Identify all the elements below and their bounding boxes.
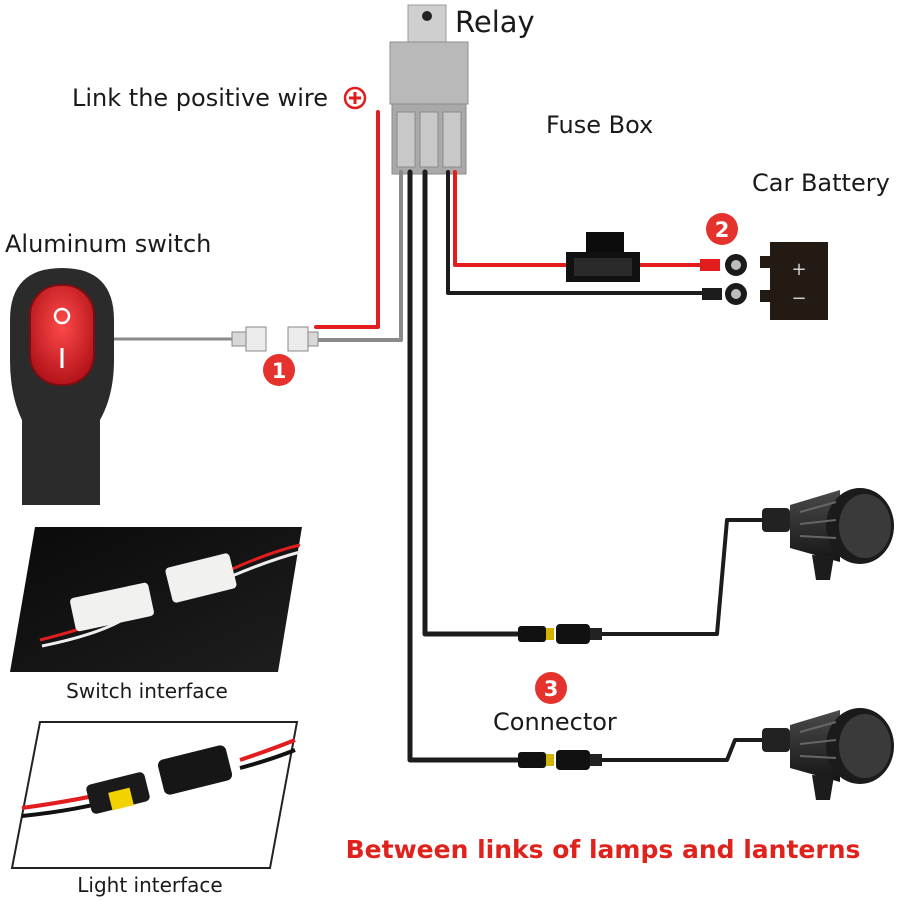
- fog-lamp-icon: [762, 708, 894, 800]
- lamp1-lead-wire: [598, 518, 772, 636]
- switch-interface-caption: Switch interface: [66, 679, 228, 703]
- connector-label: Connector: [493, 708, 617, 736]
- connector-icon: [518, 624, 602, 644]
- relay-pin: [442, 111, 462, 168]
- plus-circle-icon: [343, 86, 367, 110]
- battery-ring-terminals: [700, 254, 747, 305]
- toggle-switch-icon: [10, 268, 114, 505]
- footer-caption: Between links of lamps and lanterns: [346, 835, 861, 864]
- switch-interface-photo: [10, 527, 302, 672]
- badge-1: 1: [263, 354, 295, 386]
- lamp1-feed-wire: [422, 169, 524, 637]
- connector-icon: [518, 750, 602, 770]
- positive-terminal-lug: [700, 259, 720, 271]
- switch-connector: [231, 326, 319, 352]
- light-interface-caption: Light interface: [77, 873, 222, 897]
- switch-gray-wire: [316, 170, 403, 342]
- positive-wire-label: Link the positive wire: [72, 84, 328, 112]
- relay-mount-hole: [422, 11, 432, 21]
- aluminum-switch-label: Aluminum switch: [5, 230, 211, 258]
- light-interface-photo: [10, 721, 299, 869]
- relay: [389, 4, 469, 175]
- relay-pin: [419, 111, 439, 168]
- negative-terminal-lug: [702, 288, 722, 300]
- battery-icon: + −: [760, 242, 828, 320]
- battery-plus: +: [791, 259, 806, 280]
- wires: [112, 110, 772, 763]
- relay-pin: [396, 111, 416, 168]
- fuse-box-label: Fuse Box: [546, 111, 653, 139]
- rocker-button: [29, 284, 95, 386]
- svg-text:2: 2: [715, 218, 730, 242]
- svg-text:3: 3: [544, 677, 559, 701]
- badge-2: 2: [706, 213, 738, 245]
- svg-text:1: 1: [272, 359, 287, 383]
- lamp2-lead-wire: [598, 738, 772, 762]
- relay-label: Relay: [455, 5, 535, 39]
- ground-wire: [446, 170, 706, 295]
- lamp2-feed-wire: [407, 169, 524, 763]
- positive-wire: [314, 110, 380, 329]
- fuse-icon: [566, 232, 640, 282]
- car-battery-label: Car Battery: [752, 169, 890, 197]
- fog-lamp-icon: [762, 488, 894, 580]
- battery-minus: −: [791, 288, 806, 309]
- fuse-red-wire: [453, 170, 570, 267]
- badge-3: 3: [535, 672, 567, 704]
